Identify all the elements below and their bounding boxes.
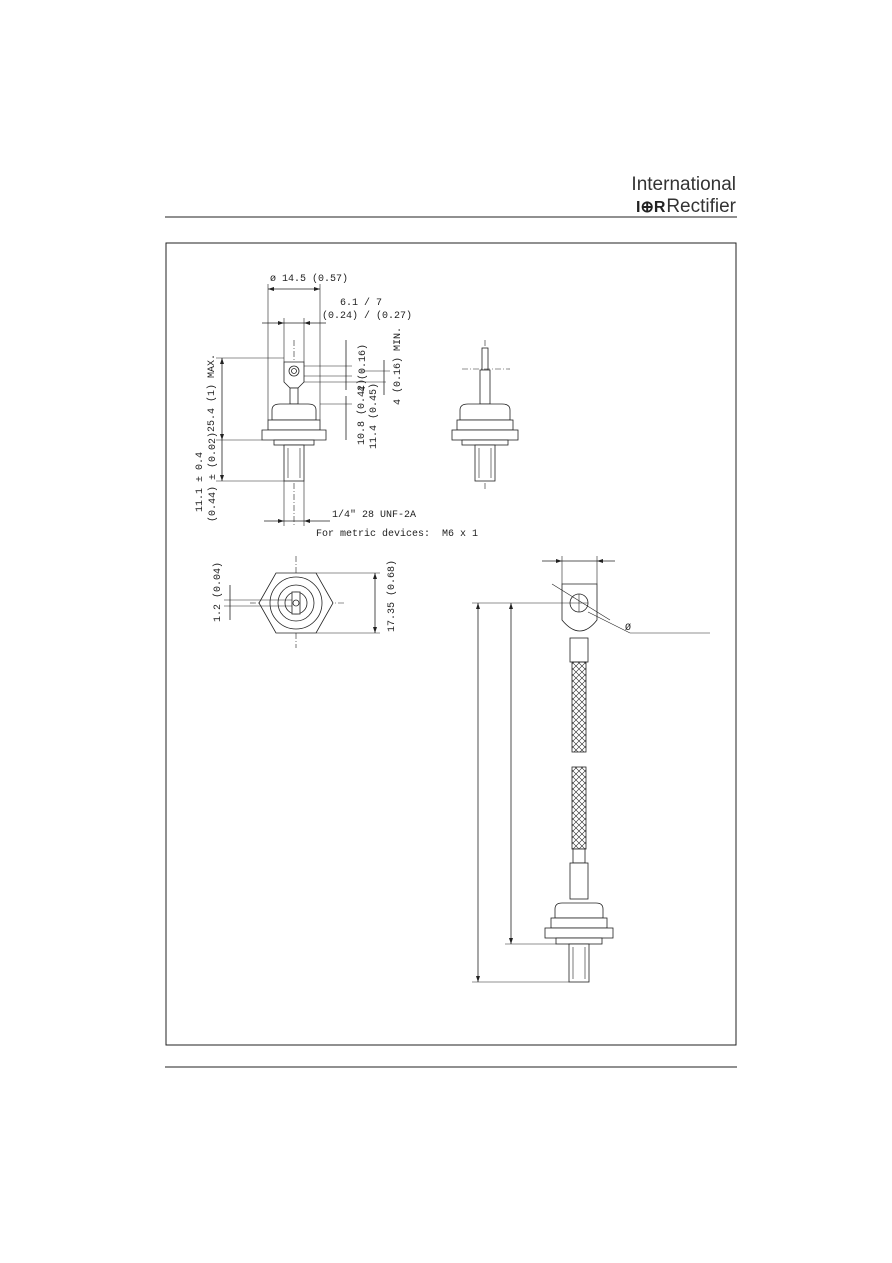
dim-lug-width-in: (0.24) / (0.27) [322, 310, 412, 322]
dim-lug-width-mm: 6.1 / 7 [340, 297, 382, 309]
brand-line2: Rectifier [666, 196, 736, 217]
dim-thread: 1/4" 28 UNF-2A [332, 509, 416, 521]
dim-stud-length: 11.1 ± 0.4 [195, 452, 206, 512]
dim-hole-pos: 4 [358, 386, 369, 392]
dim-max-length: 25.4 (1) MAX. [206, 354, 218, 432]
dim-hole-dia: (0.16) [357, 344, 369, 380]
alt-side-view-drawing [451, 340, 519, 490]
flexible-lead-view-drawing: Ø [472, 556, 710, 983]
metric-value: M6 x 1 [442, 529, 478, 540]
braided-lead-upper [571, 661, 587, 753]
brand-line1: International [631, 174, 736, 195]
hex-top-view-drawing: 1.2 (0.04) 17.35 (0.68) [212, 556, 398, 648]
dim-body-height-1: 10.8 (0.42) [356, 379, 368, 445]
dim-hex-width: 17.35 (0.68) [386, 560, 398, 632]
dim-diameter: ø 14.5 (0.57) [270, 273, 348, 285]
braided-lead-lower [571, 766, 587, 850]
dim-phi: Ø [625, 622, 631, 634]
ir-logo-mark: I⊕R [636, 199, 666, 216]
dim-hex-small: 1.2 (0.04) [212, 562, 224, 622]
dim-body-height-2: 11.4 (0.45) [368, 383, 380, 449]
dim-stud-length-in: (0.44) ± (0.02) [207, 432, 219, 522]
brand-logo: International I⊕R Rectifier [631, 174, 736, 217]
side-view-drawing: ø 14.5 (0.57) 6.1 / 7 (0.24) / (0.27) (0… [195, 273, 478, 540]
metric-label: For metric devices: [316, 528, 430, 540]
drawing-frame [165, 242, 737, 1046]
dim-min-4: 4 (0.16) MIN. [392, 327, 404, 405]
